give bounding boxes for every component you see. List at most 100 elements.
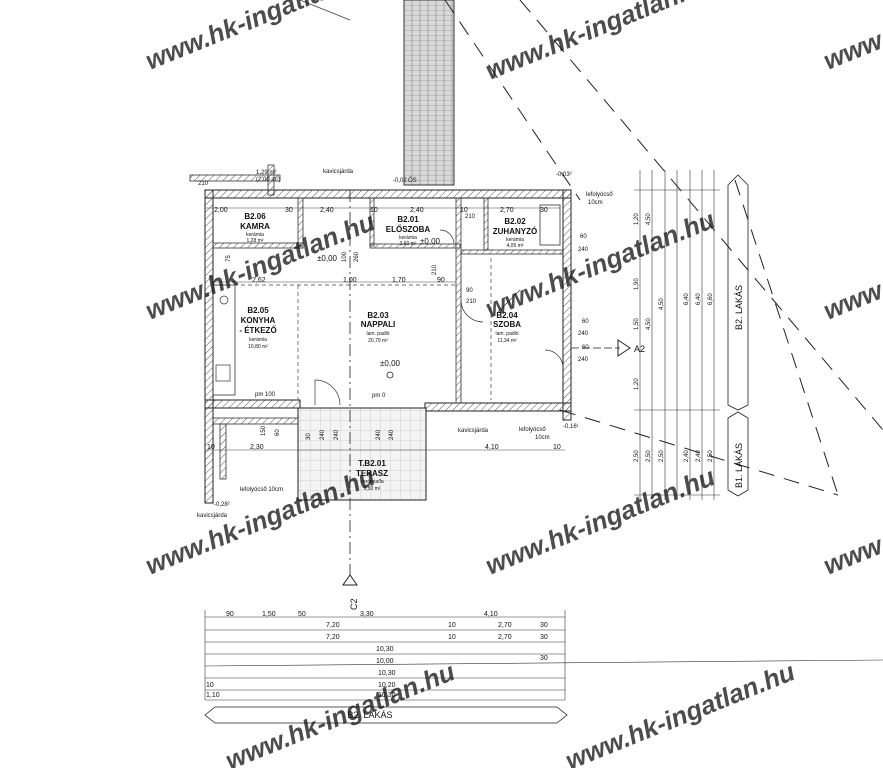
dim-door-3: 100: [342, 251, 348, 262]
dim-terrace-4: 240: [376, 429, 382, 440]
dim-door-7: 210: [466, 299, 477, 305]
dim-mid-1: 2,62: [252, 277, 266, 284]
dim-mid-4: 90: [437, 277, 445, 284]
label-downpipe-right-size: 10cm: [535, 435, 550, 441]
level-b206: ±0,00: [317, 254, 338, 263]
level-bottom-right: -0,16¹: [563, 424, 579, 430]
label-pantry-extra: 1,29 m²: [256, 170, 276, 176]
roof-dashed-lines: [444, 0, 883, 496]
room-b201-name: ELŐSZOBA: [386, 225, 431, 234]
dim-low-3: 10: [207, 444, 215, 451]
bottom-dimension-labels: 90 1,50 50 3,30 4,10 7,20 10 2,70 30 7,2…: [206, 611, 548, 699]
dim-r5-1: 6,40: [696, 293, 702, 305]
label-section-c2: C2: [349, 598, 359, 610]
unit-bracket-bottom: [204, 706, 568, 724]
dim-top-5: 2,40: [410, 207, 424, 214]
dim-door-4: 260: [354, 251, 360, 262]
dim-left-3: 210: [198, 181, 209, 187]
room-b202-area: 4,05 m²: [507, 243, 524, 249]
dim-terrace-1: 30: [306, 433, 312, 440]
watermark-2: www.hk-ingatlan.hu: [481, 0, 719, 86]
dim-door-6: 90: [466, 288, 473, 294]
dim-r1-1: 1,20: [634, 213, 640, 225]
dim-b1-5: 4,10: [484, 611, 498, 618]
dim-door-5: 210: [432, 264, 438, 275]
unit-brackets-right: B2. LAKÁS B1. LAKÁS: [727, 174, 749, 497]
door-swings: [314, 229, 564, 406]
terrace-area: [297, 407, 427, 501]
dim-r2-2: 4,50: [646, 318, 652, 330]
shower-tray: [539, 204, 561, 246]
room-b205-area: 10,80 m²: [248, 344, 268, 350]
label-gravel-top: kavicsjárda: [323, 169, 354, 175]
watermark-9: www.hk-ingatlan.hu: [819, 461, 883, 580]
dim-door-8: 60: [580, 234, 587, 240]
room-tb201-floor: kerámia/fa: [360, 479, 384, 485]
level-marker-icon: [386, 371, 394, 379]
section-c2-marker: [342, 574, 358, 586]
dim-door-1: 75: [226, 255, 232, 262]
level-marks: ±0,00 ±0,00 ±0,00 pm 0 pm 100 -0,03² -0,…: [214, 172, 579, 508]
right-dimension-labels: 1,20 1,90 1,50 1,20 2,50 4,50 4,50 2,50 …: [634, 213, 714, 462]
dim-side-2: 240: [578, 331, 589, 337]
room-b201-code: B2.01: [397, 215, 419, 224]
dim-b2-1: 7,20: [326, 622, 340, 629]
dim-top-6: 10: [460, 207, 468, 214]
room-b204-area: 11,34 m²: [497, 338, 517, 344]
room-tb201-code: T.B2.01: [358, 459, 386, 468]
label-section-a2: A2: [634, 344, 645, 354]
label-gravel-bottom-left: kavicsjárda: [197, 513, 228, 519]
room-b203-code: B2.03: [367, 311, 389, 320]
dim-door-9: 240: [578, 247, 589, 253]
dim-r1-2: 1,90: [634, 278, 640, 290]
room-b201-floor: kerámia: [399, 235, 417, 241]
dim-b5-2: 30: [540, 655, 548, 662]
dim-door-2: 210: [465, 214, 476, 220]
section-a2-marker: [617, 339, 631, 357]
room-b204-floor: lam. padló: [495, 331, 518, 337]
level-top: -0,02: [393, 178, 407, 184]
dim-b3-4: 30: [540, 634, 548, 641]
watermark-6: www.hk-ingatlan.hu: [819, 206, 883, 325]
dim-low-2: 4,10: [485, 444, 499, 451]
dim-top-7: 2,70: [500, 207, 514, 214]
label-unit-b1: B1. LAKÁS: [734, 443, 744, 488]
walls: [189, 164, 572, 504]
dim-top-2: 30: [285, 207, 293, 214]
watermarks: www.hk-ingatlan.hu www.hk-ingatlan.hu ww…: [141, 0, 883, 768]
dim-b6-1: 10,30: [378, 670, 396, 677]
dim-r2-3: 2,50: [646, 450, 652, 462]
watermark-7: www.hk-ingatlan.hu: [141, 461, 379, 580]
label-downpipe-right: lefolyócső: [519, 427, 546, 433]
watermark-3: www.hk-ingatlan.hu: [819, 0, 883, 76]
dim-b7-2: 10: [206, 682, 214, 689]
watermark-11: www.hk-ingatlan.hu: [561, 656, 799, 768]
dim-top-3: 2,40: [320, 207, 334, 214]
dim-b8-1: 10,30: [378, 692, 396, 699]
dim-r4-1: 6,40: [684, 293, 690, 305]
dim-terrace-5: 240: [389, 429, 395, 440]
room-b205-floor: kerámia: [249, 337, 267, 343]
dim-b3-2: 10: [448, 634, 456, 641]
room-b202-name: ZUHANYZÓ: [493, 227, 537, 236]
dim-terrace-2: 240: [320, 429, 326, 440]
dim-side-1: 60: [582, 319, 589, 325]
dim-terrace-3: 240: [334, 429, 340, 440]
dim-mid-3: 1,70: [392, 277, 406, 284]
dim-b2-3: 2,70: [498, 622, 512, 629]
level-bottom-left: -0,28²: [214, 502, 230, 508]
room-labels: B2.01 ELŐSZOBA kerámia 3,60 m² B2.02 ZUH…: [239, 212, 537, 492]
room-b201-area: 3,60 m²: [400, 241, 417, 247]
room-tb201-area: 9,50 m²: [364, 486, 381, 492]
level-pm100: pm 100: [255, 392, 276, 398]
dim-left-2: 60: [275, 429, 281, 436]
dim-r6-2: 2,50: [708, 450, 714, 462]
dim-r4-2: 2,40: [684, 450, 690, 462]
dim-b4-1: 10,30: [376, 646, 394, 653]
dim-r6-1: 6,60: [708, 293, 714, 305]
dim-b3-3: 2,70: [498, 634, 512, 641]
dim-r3-2: 2,50: [659, 450, 665, 462]
dim-b1-3: 50: [298, 611, 306, 618]
dim-b7-1: 10,20: [378, 682, 396, 689]
dim-r5-2: 2,40: [696, 450, 702, 462]
